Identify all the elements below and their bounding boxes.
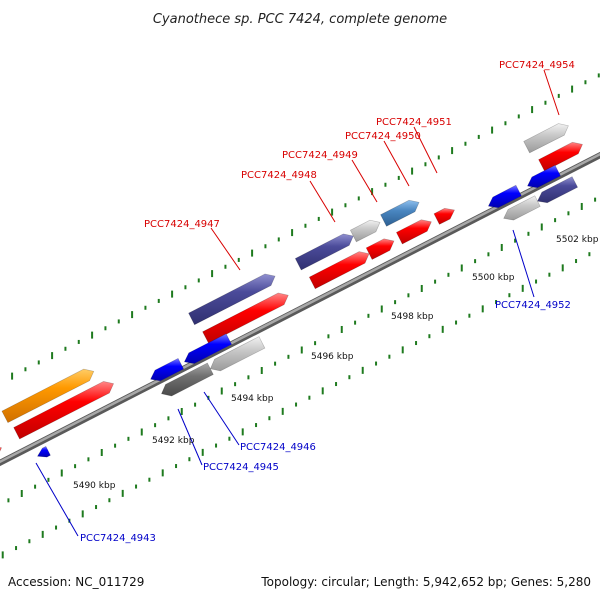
feature-blue-4945[interactable] (150, 357, 185, 382)
kbp-label: 5492 kbp (152, 436, 195, 446)
feature-red-4951[interactable] (433, 207, 455, 225)
feature-blue-4946[interactable] (183, 333, 233, 364)
kbp-label: 5502 kbp (556, 235, 599, 245)
gene-label-4945[interactable]: PCC7424_4945 (203, 462, 279, 473)
map-title: Cyanothece sp. PCC 7424, complete genome (153, 12, 447, 27)
feature-red-4949[interactable] (365, 238, 395, 260)
gene-label-4954[interactable]: PCC7424_4954 (499, 60, 575, 71)
gene-label-4943[interactable]: PCC7424_4943 (80, 533, 156, 544)
gene-label-4946[interactable]: PCC7424_4946 (240, 442, 316, 453)
feature-steel-4951[interactable] (380, 199, 420, 227)
callout-line-4954 (543, 69, 560, 116)
kbp-label: 5498 kbp (391, 312, 434, 322)
feature-red-4950[interactable] (395, 219, 432, 245)
gene-features (0, 123, 583, 466)
feature-blue-4953[interactable] (527, 164, 561, 189)
callout-line-4943 (35, 462, 79, 537)
callout-line-4952 (512, 229, 535, 298)
callout-line-4946 (203, 391, 240, 446)
kbp-label: 5494 kbp (231, 394, 274, 404)
feature-grey-4954[interactable] (523, 123, 569, 154)
feature-red-4954[interactable] (538, 141, 583, 172)
feature-red-4947[interactable] (202, 292, 289, 344)
feature-purple-4949[interactable] (294, 233, 354, 271)
gene-label-4952[interactable]: PCC7424_4952 (495, 300, 571, 311)
feature-red-4944[interactable] (13, 381, 115, 440)
gene-label-4949[interactable]: PCC7424_4949 (282, 150, 358, 161)
accession-text: Accession: NC_011729 (8, 575, 144, 589)
kbp-labels: 5490 kbp 5492 kbp 5494 kbp 5496 kbp 5498… (73, 235, 599, 491)
kbp-label: 5496 kbp (311, 352, 354, 362)
callout-line-4949 (351, 159, 378, 203)
callout-line-4945 (177, 408, 203, 466)
gene-label-4947[interactable]: PCC7424_4947 (144, 219, 220, 230)
feature-darkgrey-4945[interactable] (161, 362, 214, 397)
gene-label-4951[interactable]: PCC7424_4951 (376, 117, 452, 128)
gene-label-4948[interactable]: PCC7424_4948 (241, 170, 317, 181)
callout-line-4950 (383, 140, 410, 187)
feature-red-left[interactable] (0, 446, 3, 466)
gene-label-4950[interactable]: PCC7424_4950 (345, 131, 421, 142)
feature-purple-4953[interactable] (537, 176, 579, 204)
kbp-label: 5490 kbp (73, 481, 116, 491)
callout-line-4947 (210, 227, 241, 271)
feature-orange[interactable] (1, 368, 95, 424)
feature-grey-4950[interactable] (349, 219, 381, 243)
feature-blue-4943[interactable] (36, 445, 51, 458)
feature-grey-4952[interactable] (503, 195, 541, 221)
feature-purple-4947[interactable] (188, 273, 276, 326)
callout-line-4948 (309, 180, 336, 223)
gene-labels-reverse: PCC7424_4943 PCC7424_4945 PCC7424_4946 P… (80, 300, 571, 544)
feature-grey-4946[interactable] (209, 336, 266, 372)
feature-blue-4952[interactable] (487, 184, 522, 209)
feature-red-4948[interactable] (308, 251, 370, 290)
callout-line-4951 (413, 126, 438, 174)
tick-marks (1, 73, 600, 559)
kbp-label: 5500 kbp (472, 273, 515, 283)
genome-summary-text: Topology: circular; Length: 5,942,652 bp… (260, 575, 591, 589)
gene-labels-forward: PCC7424_4947 PCC7424_4948 PCC7424_4949 P… (144, 60, 575, 230)
callout-lines (35, 69, 560, 537)
